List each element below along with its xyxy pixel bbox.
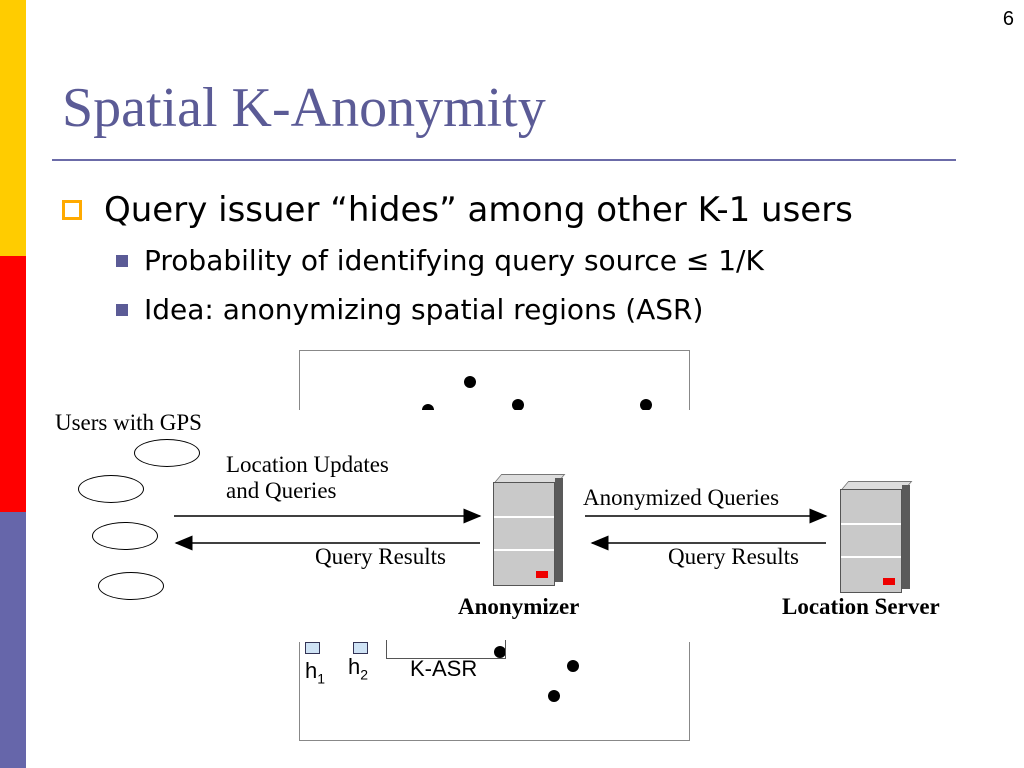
accent-bar-blue — [0, 512, 26, 768]
slide-number: 6 — [1002, 8, 1014, 30]
phone-icon — [353, 642, 368, 654]
user-dot — [567, 660, 579, 672]
updates-label-line1: Location Updates — [226, 452, 389, 477]
bullet-level2-idea: Idea: anonymizing spatial regions (ASR) — [116, 293, 703, 326]
bullet-level1: Query issuer “hides” among other K-1 use… — [62, 190, 853, 230]
slide-title: Spatial K-Anonymity — [62, 77, 546, 139]
user-dot — [548, 690, 560, 702]
bullet-level2-text: Idea: anonymizing spatial regions (ASR) — [144, 293, 704, 326]
host-h1-label: h1 — [305, 658, 325, 686]
h1-base: h — [305, 658, 318, 683]
query-results-right-label: Query Results — [668, 544, 799, 569]
query-results-left-label: Query Results — [315, 544, 446, 569]
updates-label: Location Updates and Queries — [226, 452, 389, 505]
user-ellipse — [92, 522, 158, 550]
bullet-level2-probability: Probability of identifying query source … — [116, 244, 764, 277]
k-asr-label: K-ASR — [410, 656, 478, 681]
accent-bar-red — [0, 256, 26, 512]
user-dot — [494, 646, 506, 658]
anonymizer-label: Anonymizer — [458, 594, 580, 619]
anonymized-queries-label: Anonymized Queries — [583, 485, 780, 510]
location-server-icon — [840, 481, 913, 593]
square-bullet-icon — [116, 303, 128, 316]
k-asr-region — [386, 640, 506, 659]
user-dot — [464, 376, 476, 388]
anonymizer-server-icon — [493, 474, 566, 586]
square-bullet-icon — [116, 254, 128, 267]
h2-sub: 2 — [360, 666, 369, 683]
updates-label-line2: and Queries — [226, 478, 337, 504]
phone-icon — [305, 642, 320, 654]
h2-base: h — [348, 654, 361, 679]
title-underline — [52, 159, 956, 161]
hollow-square-bullet-icon — [62, 200, 82, 220]
user-ellipse — [98, 572, 164, 600]
accent-bar-yellow — [0, 0, 26, 256]
user-dot — [512, 399, 524, 411]
user-dot — [640, 399, 652, 411]
users-label: Users with GPS — [55, 410, 202, 435]
user-ellipse — [78, 475, 144, 503]
location-server-label: Location Server — [782, 594, 940, 619]
h1-sub: 1 — [317, 670, 326, 687]
bullet-level2-text: Probability of identifying query source … — [144, 244, 764, 277]
host-h2-label: h2 — [348, 654, 368, 682]
bullet-level1-text: Query issuer “hides” among other K-1 use… — [104, 190, 853, 230]
user-ellipse — [134, 439, 200, 467]
